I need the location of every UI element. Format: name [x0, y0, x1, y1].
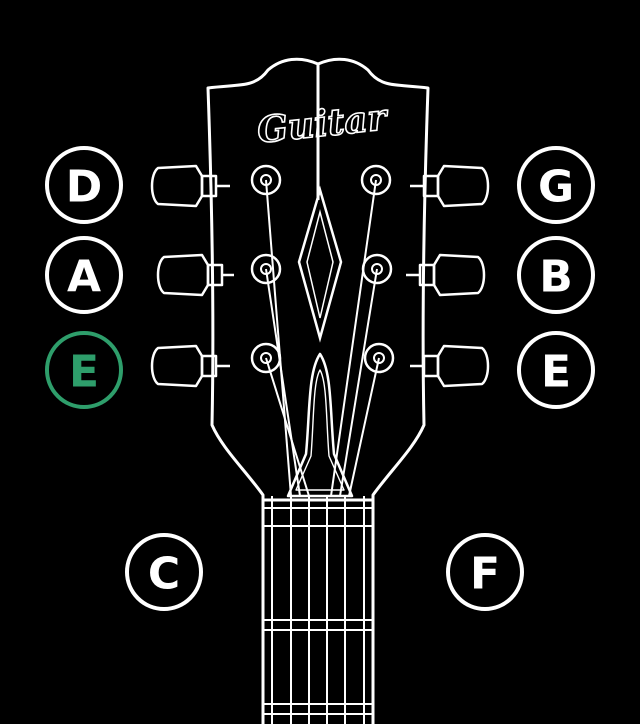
note-button-extra-right[interactable]: F	[446, 533, 524, 611]
note-button-right-bottom[interactable]: E	[517, 331, 595, 409]
note-button-ring	[125, 533, 203, 611]
note-label: A	[67, 252, 101, 303]
note-button-right-top[interactable]: G	[517, 146, 595, 224]
diamond-inlay	[297, 185, 343, 343]
tuner-posts	[250, 164, 395, 374]
note-button-ring	[517, 146, 595, 224]
tuning-key-right-bottom[interactable]	[410, 344, 490, 388]
note-button-ring	[517, 331, 595, 409]
note-button-left-bottom-active[interactable]: E	[45, 331, 123, 409]
truss-rod-cover	[286, 352, 354, 498]
tuning-key-right-mid[interactable]	[406, 253, 486, 297]
note-button-left-mid[interactable]: A	[45, 236, 123, 314]
headstock	[206, 57, 430, 724]
note-button-ring	[45, 331, 123, 409]
note-button-ring	[517, 236, 595, 314]
note-button-left-top[interactable]: D	[45, 146, 123, 224]
note-label: D	[66, 162, 103, 213]
note-button-right-mid[interactable]: B	[517, 236, 595, 314]
strings	[265, 179, 380, 724]
tuning-key-left-top[interactable]	[150, 164, 230, 208]
tuning-key-left-mid[interactable]	[156, 253, 234, 297]
note-button-extra-left[interactable]: C	[125, 533, 203, 611]
note-label: B	[539, 252, 573, 303]
note-label: F	[470, 549, 500, 600]
brand-logo: Guitar	[255, 96, 391, 152]
note-label: G	[538, 162, 574, 213]
note-label: E	[541, 347, 571, 398]
note-button-ring	[45, 146, 123, 224]
tuning-key-left-bottom[interactable]	[150, 344, 230, 388]
note-button-ring	[45, 236, 123, 314]
note-label: E	[69, 347, 99, 398]
tuning-key-right-top[interactable]	[410, 164, 490, 208]
note-label: C	[148, 549, 180, 600]
fretboard	[263, 498, 373, 715]
note-button-ring	[446, 533, 524, 611]
